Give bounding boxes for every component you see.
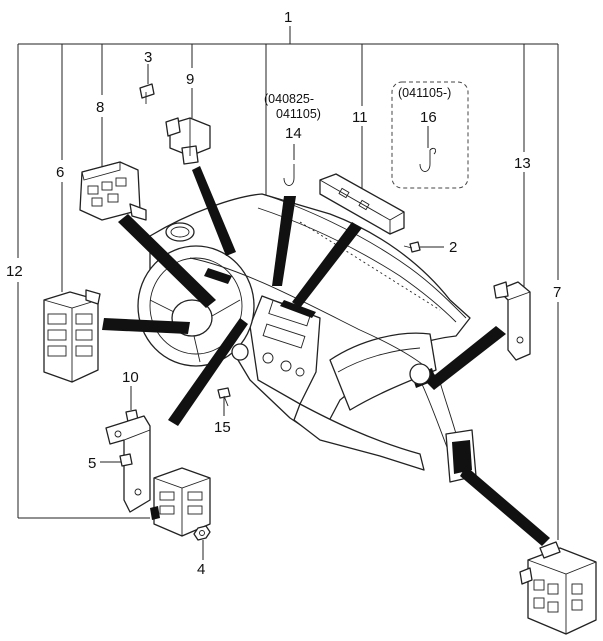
part-16-hook <box>419 147 437 172</box>
callout-8: 8 <box>96 99 104 116</box>
callout-10: 10 <box>122 369 139 386</box>
part-13-bracket <box>493 281 531 361</box>
callout-5: 5 <box>88 455 96 472</box>
part-5-bracket <box>105 415 151 513</box>
callout-9: 9 <box>186 71 194 88</box>
part-6-junction-box <box>43 289 101 383</box>
part-9-relay-bracket <box>165 117 211 165</box>
part-8-junction-block <box>79 161 147 221</box>
relay-box-lower <box>150 467 211 537</box>
callout-4: 4 <box>197 561 205 578</box>
part-11-connector-bracket <box>319 173 405 235</box>
part-3-clip <box>139 83 155 104</box>
part-15-bolt <box>217 387 231 407</box>
callout-1: 1 <box>284 9 292 26</box>
part-2-screw <box>403 241 421 253</box>
note-14-line2: 041105) <box>276 107 321 121</box>
date-notes: (040825- 041105) (041105-) <box>264 86 451 121</box>
callout-13: 13 <box>514 155 531 172</box>
callout-15: 15 <box>214 419 231 436</box>
note-14-line1: (040825- <box>264 92 314 106</box>
callout-14: 14 <box>285 125 302 142</box>
part-4-nut <box>193 525 211 541</box>
callout-11: 11 <box>352 109 368 126</box>
callout-3: 3 <box>144 49 152 66</box>
pointer-wedges <box>102 166 550 546</box>
callout-2: 2 <box>449 239 457 256</box>
callout-12: 12 <box>6 263 23 280</box>
callout-16: 16 <box>420 109 437 126</box>
variant-box-16 <box>391 81 469 189</box>
note-16: (041105-) <box>398 86 451 100</box>
instrument-panel <box>137 193 477 483</box>
callout-labels: 1 2 3 4 5 6 7 8 9 10 11 12 13 14 15 16 <box>6 9 561 578</box>
part-14-hook <box>283 164 295 186</box>
callout-7: 7 <box>553 284 561 301</box>
callout-6: 6 <box>56 164 64 181</box>
part-7-junction-box <box>519 541 597 635</box>
